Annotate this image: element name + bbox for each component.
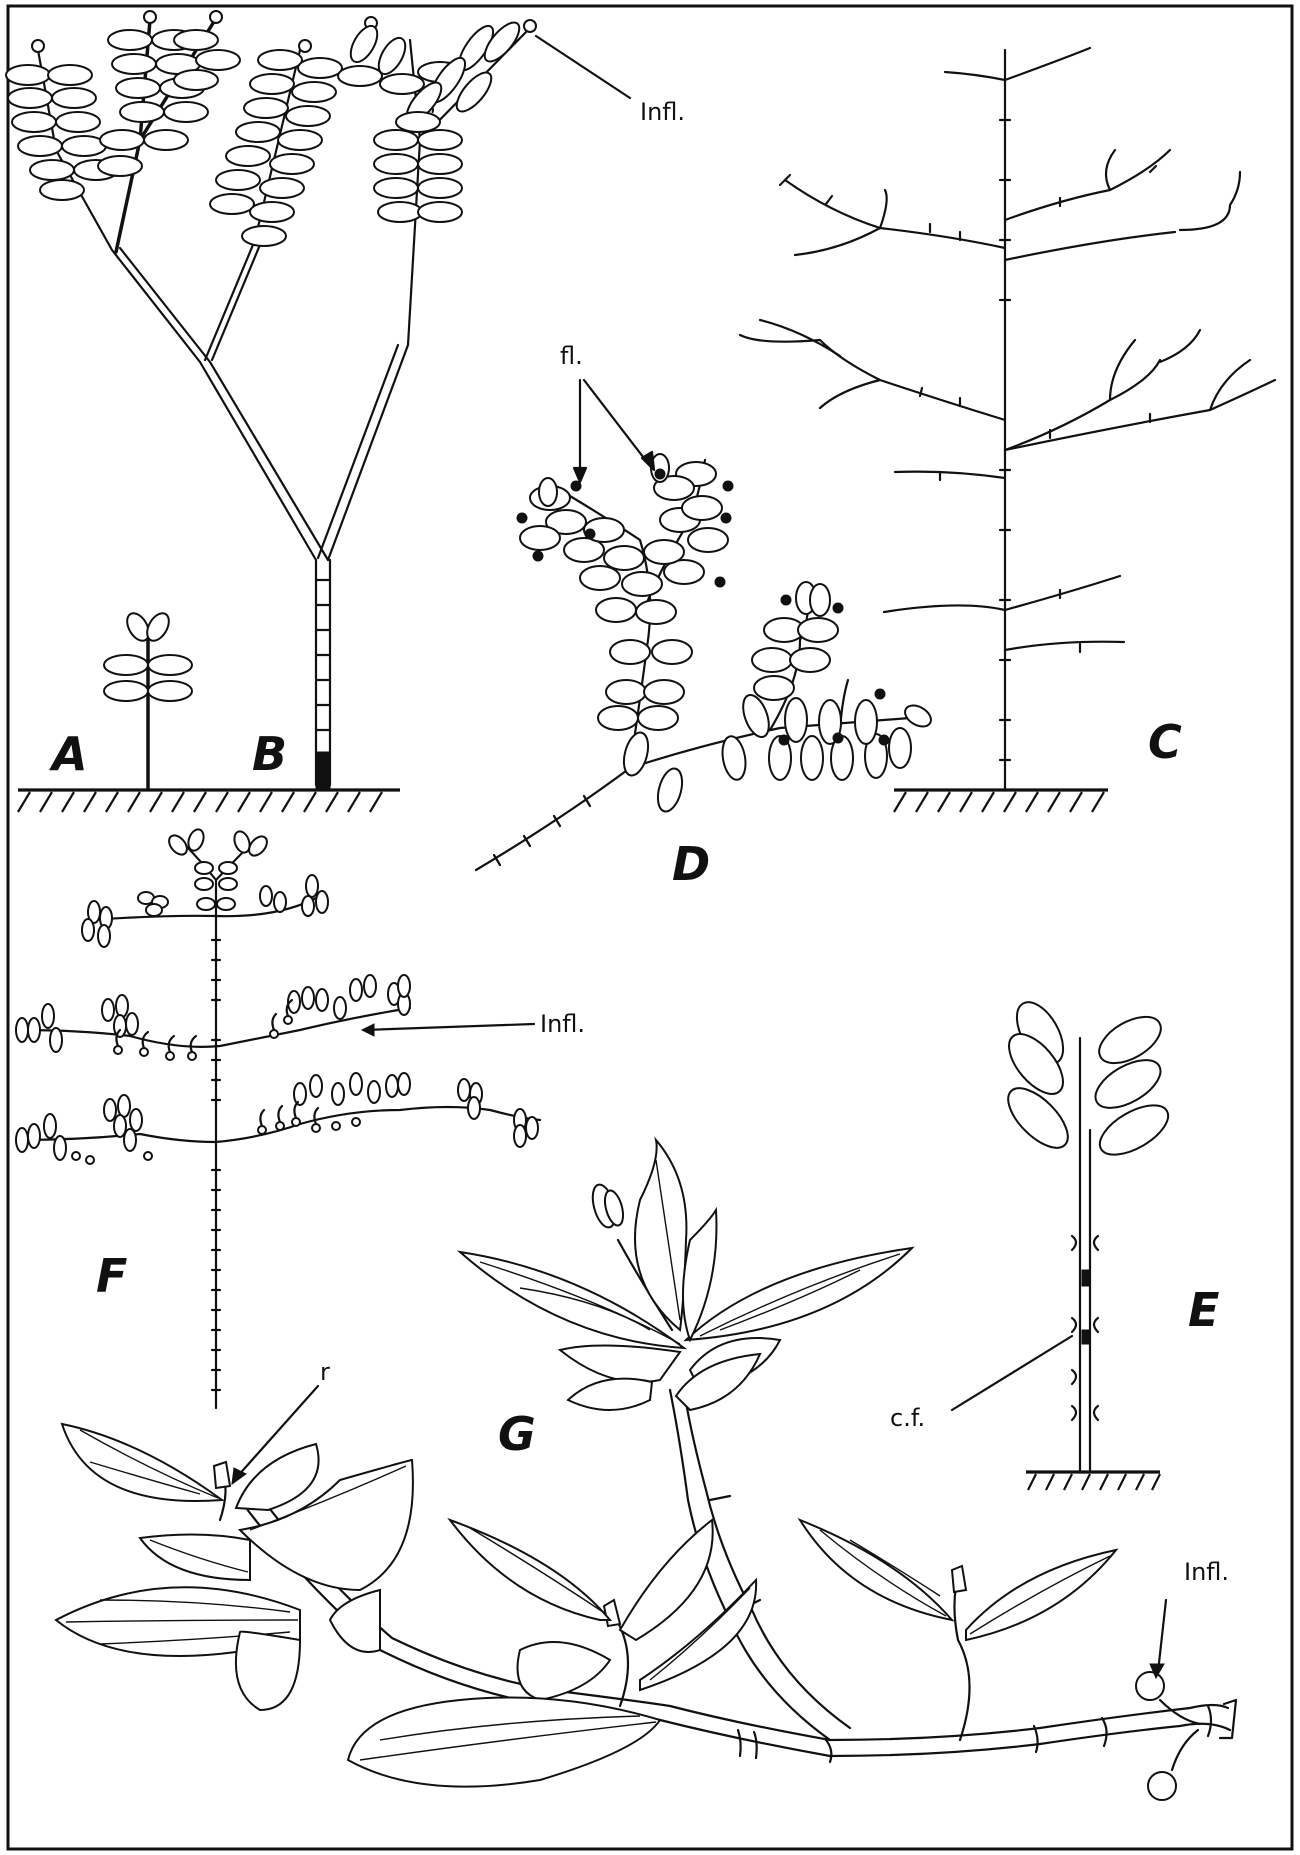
- label-r-g: r: [320, 1358, 330, 1386]
- panel-letter-a: A: [49, 727, 88, 781]
- panel-letter-f: F: [96, 1249, 127, 1303]
- panel-letter-g: G: [498, 1407, 536, 1461]
- label-fl-d: fl.: [560, 342, 583, 370]
- panel-letter-c: C: [1148, 715, 1182, 769]
- label-infl-g: Infl.: [1184, 1558, 1229, 1586]
- label-infl-b: Infl.: [640, 98, 685, 126]
- label-cf-e: c.f.: [890, 1404, 925, 1432]
- panel-letter-e: E: [1188, 1283, 1219, 1337]
- label-infl-f: Infl.: [540, 1010, 585, 1038]
- panel-letter-d: D: [672, 837, 710, 891]
- panel-letter-b: B: [252, 727, 287, 781]
